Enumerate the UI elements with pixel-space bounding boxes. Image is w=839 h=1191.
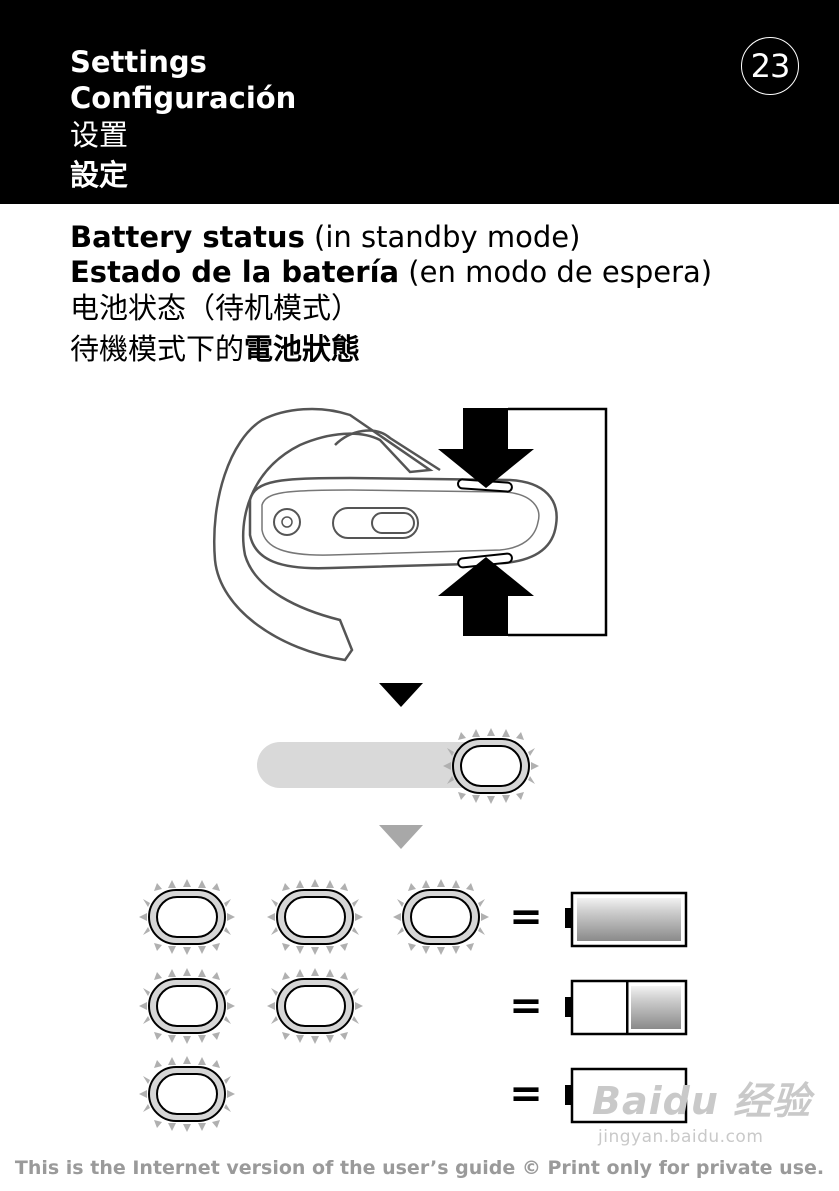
heading-zh-cn: 电池状态（待机模式） [70,291,361,325]
led-blink [266,878,364,956]
battery-half-icon [565,979,688,1036]
heading-en-rest: (in standby mode) [304,220,581,254]
title-en: Settings [70,45,207,79]
footer-note: This is the Internet version of the user… [14,1157,825,1179]
led-blink [138,878,236,956]
led-blink [138,967,236,1045]
equals-sign: = [509,894,543,940]
battery-low-icon [565,1067,688,1124]
heading-es-bold: Estado de la batería [70,255,400,289]
down-arrow-gray-icon [379,825,423,849]
led-blink [138,1055,236,1133]
battery-full-icon [565,891,688,948]
heading-en-bold: Battery status [70,220,305,254]
heading-zh-tw: 待機模式下的電池狀態 [70,331,360,367]
battery-status-illustration: = = = [138,407,688,1133]
down-arrow-icon [379,683,423,707]
heading-zh-tw-normal: 待機模式下的 [70,332,245,366]
baidu-watermark-url: jingyan.baidu.com [598,1127,764,1147]
heading-zh-tw-bold: 電池狀態 [244,332,361,366]
page-number: 23 [741,37,799,95]
header-bar: Settings Configuración 设置 設定 23 [0,0,839,204]
heading-es-rest: (en modo de espera) [399,255,713,289]
equals-sign: = [509,1071,543,1117]
heading-es: Estado de la batería (en modo de espera) [70,254,712,290]
led-blink [266,967,364,1045]
title-zh-cn: 设置 [70,118,129,152]
headset-icon [213,407,558,662]
press-indicator-bar [257,727,540,805]
title-es: Configuración [70,81,297,115]
baidu-watermark: Baidu 经验 [592,1079,812,1123]
equals-sign: = [509,983,543,1029]
press-arrows [438,407,608,637]
title-zh-tw: 設定 [70,158,129,192]
led-blink [392,878,490,956]
heading-en: Battery status (in standby mode) [70,219,580,255]
